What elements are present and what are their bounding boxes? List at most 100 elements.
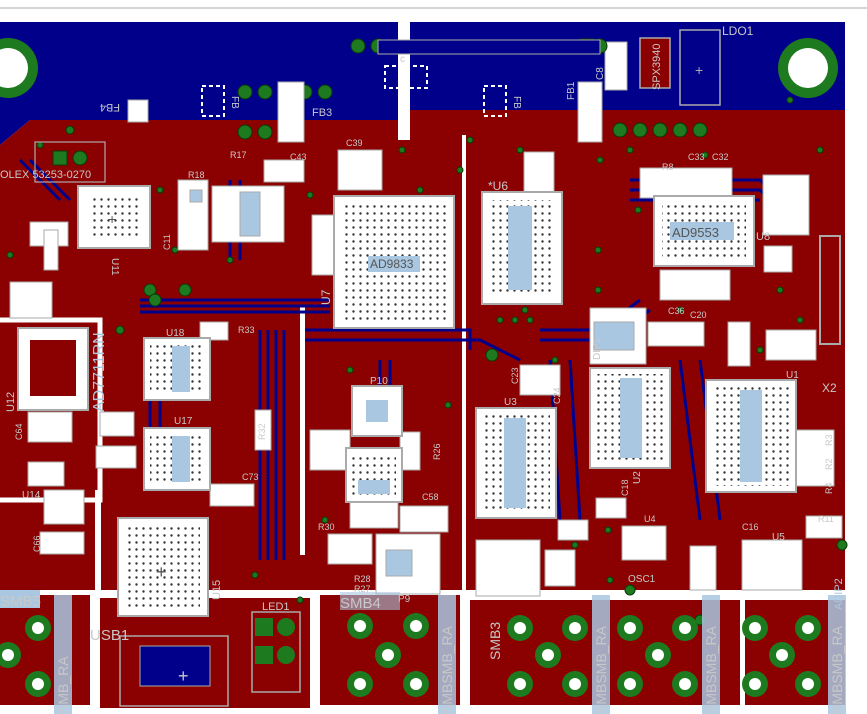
c8-footprint [604, 41, 628, 91]
svg-text:+: + [156, 562, 167, 582]
fb-mid-label: FB [229, 96, 240, 109]
x2-connector: X2 [819, 235, 841, 395]
p9-label: P9 [398, 594, 411, 605]
smb-ra-label-4: SMBSMB_RA [703, 625, 719, 714]
fb3-footprint [277, 81, 305, 143]
p10-label: P10 [370, 376, 388, 387]
u13-footprint [345, 447, 403, 503]
u17-label: U17 [174, 416, 193, 427]
r3-label: R3 [824, 434, 834, 446]
u15-footprint: + U15 [117, 517, 223, 617]
usb1-footprint: + USB1 [90, 627, 229, 707]
r32-label: R32 [257, 423, 267, 440]
smb3-label: SMB3 [487, 622, 503, 660]
spx3940-label: SPX3940 [651, 44, 663, 90]
c23-label: C23 [510, 367, 520, 384]
u17-footprint: U17 [143, 416, 211, 491]
passive-components [9, 149, 843, 597]
r17-label: R17 [230, 150, 247, 160]
fb1-label: FB1 [566, 81, 577, 100]
c58-label: C58 [422, 492, 439, 502]
ad9833-label: AD9833 [370, 257, 414, 271]
u14-label: U14 [22, 490, 41, 501]
c73-label: C73 [242, 472, 259, 482]
u7-ad9833-footprint: AD9833 U7 [319, 195, 455, 329]
r18-label: R18 [188, 170, 205, 180]
fb4-label: FB4 [100, 101, 120, 113]
c36-label: C36 [668, 306, 685, 316]
smb-ra-label-3: SMBSMB_RA [593, 625, 609, 714]
r4-label: R4 [824, 482, 834, 494]
u6-label: *U6 [488, 179, 508, 193]
u15-label: U15 [211, 580, 223, 600]
svg-text:+: + [178, 666, 189, 686]
u3-label: U3 [504, 397, 517, 408]
ldo1-label: LDO1 [722, 24, 754, 38]
u12-footprint: AD7711RN U12 [5, 327, 108, 412]
c24-label: C24 [552, 387, 562, 404]
smb4-label: SMB4 [340, 595, 381, 612]
c43-label: C43 [290, 152, 307, 162]
top-copper-pour [0, 110, 845, 590]
u5-label: U5 [772, 532, 785, 543]
fb-mid2-label: FB [511, 96, 522, 109]
u6-footprint: *U6 [481, 179, 563, 305]
u18-label: U18 [166, 328, 185, 339]
r33-label: R33 [238, 325, 255, 335]
mounting-hole-left [0, 38, 38, 98]
r27-label: R27 [354, 584, 371, 594]
u2-label: U2 [632, 471, 643, 484]
u12-label: U12 [5, 392, 17, 412]
fb1-footprint [577, 81, 603, 143]
ldo1-body [679, 29, 721, 106]
led1-label: LED1 [262, 601, 290, 613]
c66-label: C66 [32, 535, 42, 552]
molex-label: OLEX 53253-0270 [0, 169, 91, 181]
r2-label: R2 [824, 458, 834, 470]
r11-label: R11 [818, 514, 834, 524]
c39-label: C39 [346, 138, 363, 148]
osc1-label: OSC1 [628, 574, 656, 585]
x2-label: X2 [822, 381, 837, 395]
svg-text:c: c [400, 54, 405, 65]
spx3940-footprint [639, 37, 671, 89]
c20-label: C20 [690, 310, 707, 320]
r28-label: R28 [354, 574, 371, 584]
mounting-hole-right [778, 38, 838, 98]
c32-label: C32 [712, 152, 729, 162]
c64-label: C64 [14, 423, 24, 440]
smb-connector-pads [0, 613, 821, 697]
u11-label: U11 [109, 258, 120, 276]
u8-ad9553-footprint: AD9553 U8 [653, 195, 770, 267]
c16-label: C16 [742, 522, 759, 532]
p10-footprint: P10 [351, 376, 403, 437]
c8-label: C8 [595, 67, 606, 80]
fb3-label: FB3 [312, 107, 332, 119]
smb5-label: SMB5 [0, 593, 41, 610]
header-pads-top [52, 38, 708, 166]
smb-ra-label-5: SMBSMB_RA [829, 625, 845, 714]
svg-text:+: + [108, 211, 116, 227]
u1-footprint: U1 [705, 370, 799, 493]
svg-text:+: + [695, 62, 703, 78]
dip1-label: DIP1 [592, 337, 603, 360]
u11-footprint: + U11 [77, 185, 151, 276]
u4-label: U4 [644, 514, 656, 524]
u7-label: U7 [319, 289, 333, 305]
ad9553-label: AD9553 [672, 225, 719, 240]
r26-label: R26 [432, 443, 442, 460]
u18-footprint: U18 [143, 328, 211, 401]
u2-footprint: U2 [589, 367, 671, 484]
c18-label: C18 [620, 479, 630, 496]
u8-label: U8 [756, 231, 770, 243]
led1-footprint: LED1 [251, 601, 301, 693]
c33-label: C33 [688, 152, 705, 162]
u1-label: U1 [786, 370, 799, 381]
r8-label: R8 [662, 162, 674, 172]
ad7711rn-label: AD7711RN [91, 332, 108, 412]
r30-label: R30 [318, 522, 335, 532]
smb-ra-label-2: SMBSMB_RA [439, 625, 455, 714]
c11-label: C11 [162, 234, 172, 250]
usb1-label: USB1 [90, 627, 129, 644]
